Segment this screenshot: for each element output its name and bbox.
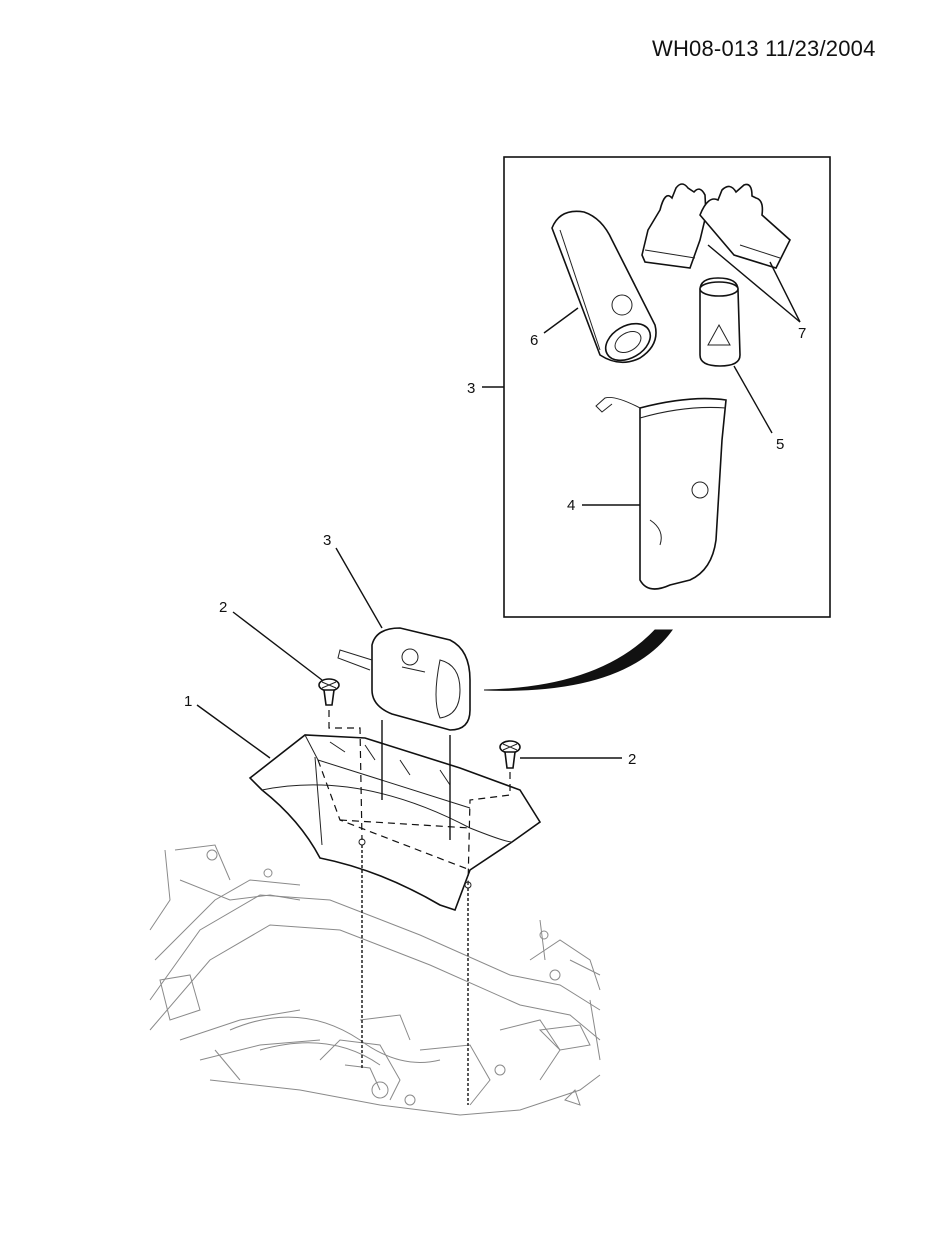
drawstring-bag-icon (595, 397, 727, 590)
callout-7: 7 (798, 325, 806, 342)
document-id: WH08-013 11/23/2004 (652, 36, 876, 61)
push-pin-fastener-icon (499, 740, 521, 769)
vehicle-floor-icon (149, 844, 601, 1116)
work-gloves-icon (641, 183, 791, 269)
callout-4: 4 (567, 497, 575, 514)
storage-tray-icon (248, 734, 542, 912)
callout-2-right: 2 (628, 751, 636, 768)
callout-3-case: 3 (323, 532, 331, 549)
callout-5: 5 (776, 436, 784, 453)
accessory-kit-case-icon (337, 627, 471, 840)
callout-2-left: 2 (219, 599, 227, 616)
callout-1: 1 (184, 693, 192, 710)
detail-pointer-arrow (483, 629, 673, 691)
push-pin-fastener-icon (318, 678, 340, 706)
callout-3-inset: 3 (467, 380, 475, 397)
small-canister-icon (699, 277, 741, 367)
tube-container-icon (551, 210, 657, 364)
callout-6: 6 (530, 332, 538, 349)
